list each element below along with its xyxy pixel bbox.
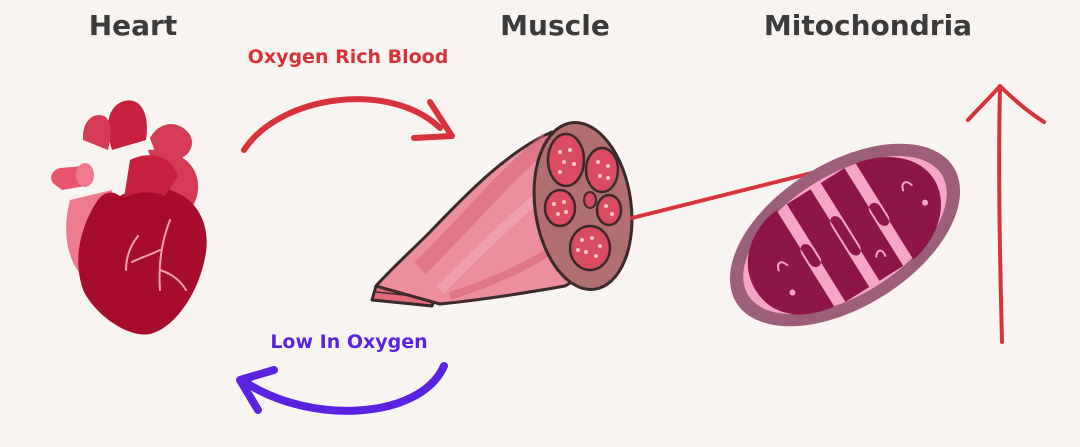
heart-heading: Heart — [88, 9, 178, 42]
increase-arrow — [966, 84, 1046, 344]
muscle-fascicle — [543, 188, 577, 228]
mitochondria-heading: Mitochondria — [763, 9, 973, 42]
muscle-illustration — [370, 121, 634, 308]
heart-vessel-opening — [76, 163, 94, 187]
muscle-fascicle — [595, 193, 623, 227]
muscle-fascicle — [568, 224, 612, 272]
mitochondria-illustration — [729, 143, 961, 327]
muscle-fascicle — [584, 146, 620, 194]
heart-ventricle — [78, 187, 207, 335]
heart-vessel-top — [82, 115, 111, 150]
oxygen-rich-arrow — [241, 96, 455, 153]
heart-highlight — [124, 155, 178, 198]
muscle-fascicle — [583, 191, 597, 209]
low-in-oxygen-label: Low In Oxygen — [270, 331, 428, 353]
muscle-heading: Muscle — [500, 9, 610, 42]
mitochondria-cristae — [747, 157, 941, 315]
heart-aorta — [108, 100, 147, 150]
oxygen-rich-blood-label: Oxygen Rich Blood — [247, 46, 449, 68]
heart-illustration — [51, 100, 207, 335]
low-oxygen-arrow — [236, 362, 448, 415]
muscle-fascicle — [546, 132, 586, 188]
heart-veins — [125, 219, 187, 291]
